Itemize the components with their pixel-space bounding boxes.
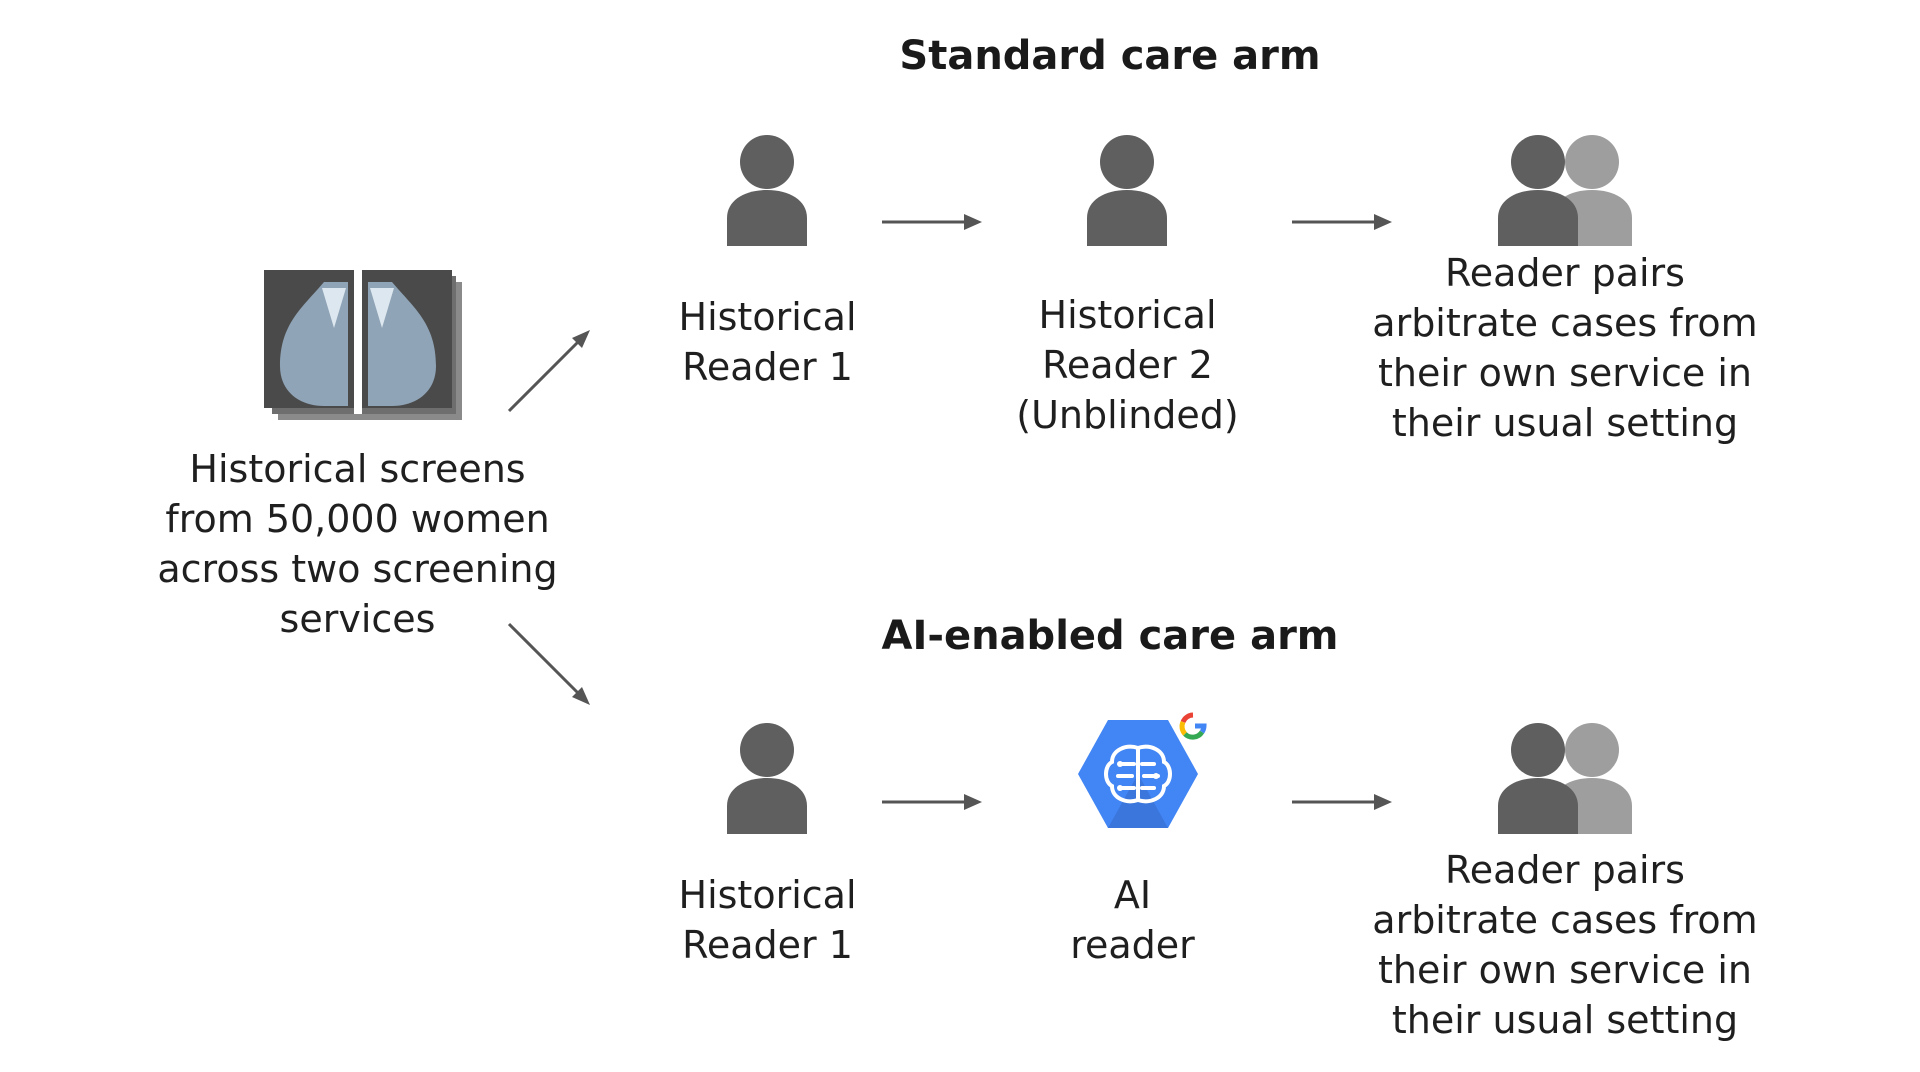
ai-reader1-person-icon: [725, 722, 809, 834]
standard-reader-pairs-label: Reader pairs arbitrate cases from their …: [1372, 251, 1758, 445]
standard-reader2-label: Historical Reader 2 (Unblinded): [1016, 293, 1239, 437]
standard-reader1-person-icon: [725, 134, 809, 246]
ai-brain-hexagon-icon: [1068, 712, 1218, 842]
standard-arrow-2: [1292, 210, 1394, 234]
source-label: Historical screens from 50,000 women acr…: [157, 447, 558, 641]
ai-reader-pairs-icon: [1496, 722, 1636, 834]
arrow-to-ai-arm: [500, 615, 600, 715]
standard-reader2-person-icon: [1085, 134, 1169, 246]
ai-reader1-label: Historical Reader 1: [678, 873, 857, 967]
ai-arm-title: AI-enabled care arm: [881, 613, 1339, 659]
ai-reader-label: AI reader: [1070, 873, 1195, 967]
standard-arm-title: Standard care arm: [899, 33, 1321, 79]
arrow-to-standard-arm: [500, 320, 600, 420]
standard-reader-pairs-icon: [1496, 134, 1636, 246]
ai-arrow-2: [1292, 790, 1394, 814]
standard-arrow-1: [882, 210, 984, 234]
standard-reader1-label: Historical Reader 1: [678, 295, 857, 389]
ai-arrow-1: [882, 790, 984, 814]
mammogram-images-icon: [262, 268, 468, 424]
ai-reader-pairs-label: Reader pairs arbitrate cases from their …: [1372, 848, 1758, 1042]
